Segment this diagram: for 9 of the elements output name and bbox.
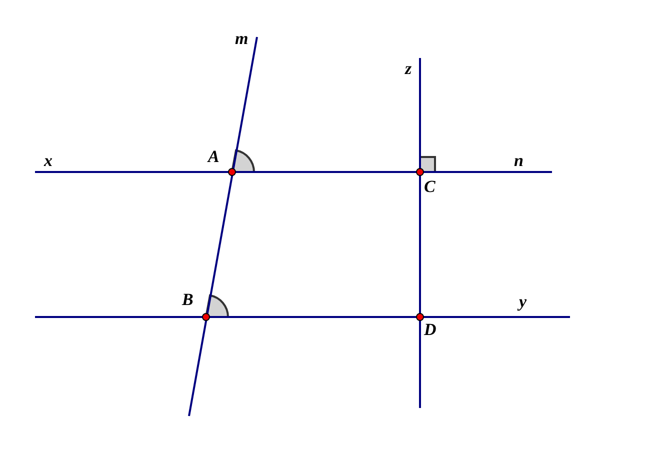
line-label: x [44,152,52,169]
line-label: z [405,60,412,77]
point-label: C [424,178,436,195]
point-label: D [424,321,436,338]
point-label: A [208,148,220,165]
point-label: B [182,291,194,308]
line-label: m [235,30,248,47]
line-label: n [514,152,524,169]
line-label: y [519,293,527,310]
